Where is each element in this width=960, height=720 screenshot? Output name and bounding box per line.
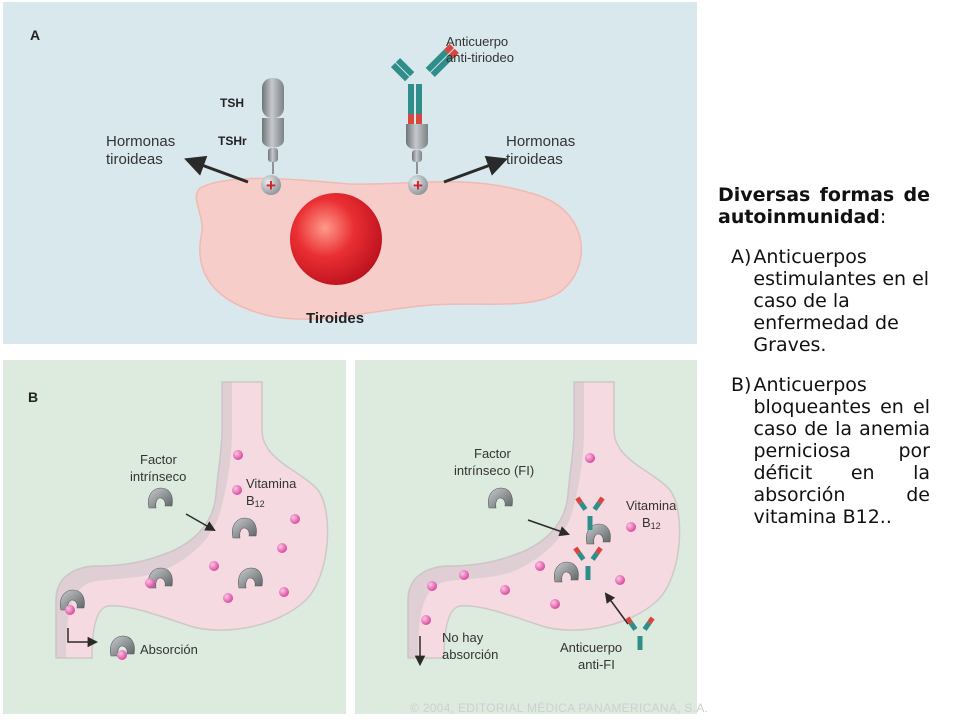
factor-left-line1: Factor — [140, 452, 178, 467]
plus-receptor-right: + — [408, 175, 428, 195]
vitamin-b12-dot — [427, 581, 437, 591]
vitamin-b12-dot — [535, 561, 545, 571]
item-a: A) Anticuerpos estimulantes en el caso d… — [718, 246, 930, 356]
hormones-left-line2: tiroideas — [106, 151, 163, 168]
vitamin-b12-dot — [209, 561, 219, 571]
antibody-fi-line1: Anticuerpo — [560, 640, 622, 655]
vitamin-b12-dot — [421, 615, 431, 625]
vitamin-b12-dot — [615, 575, 625, 585]
panel-a-letter: A — [30, 27, 40, 43]
vitamin-left-b: B12 — [246, 493, 265, 509]
thyroid-cell — [195, 177, 582, 320]
vitamin-b12-dot — [290, 514, 300, 524]
antibody-label-line1: Anticuerpo — [446, 34, 508, 49]
item-a-marker: A) — [731, 246, 752, 268]
item-b-marker: B) — [731, 374, 752, 396]
hormones-right-line1: Hormonas — [506, 133, 575, 150]
antibody-fi-line2: anti-FI — [578, 657, 615, 672]
vitamin-b12-dot — [232, 485, 242, 495]
vitamin-b12-dot — [223, 593, 233, 603]
vitamin-right-b: B12 — [642, 515, 661, 531]
antibody-arrow — [604, 592, 629, 625]
vitamin-left-line1: Vitamina — [246, 476, 297, 491]
vitamin-b12-dot — [585, 453, 595, 463]
vitamin-b12-dot — [277, 543, 287, 553]
vitamin-b12-dot — [550, 599, 560, 609]
vitamin-b12-dot — [500, 585, 510, 595]
no-absorption-line1: No hay — [442, 630, 484, 645]
antibody-label-line2: anti-tiriodeo — [446, 50, 514, 65]
tsh-label: TSH — [220, 96, 244, 110]
stomach-right — [407, 381, 681, 659]
anti-thyroid-antibody — [390, 43, 459, 174]
cell-nucleus — [290, 193, 382, 285]
factor-left-line2: intrínseco — [130, 469, 186, 484]
item-a-text: Anticuerpos estimulantes en el caso de l… — [753, 246, 930, 356]
tsh-receptor-complex — [262, 78, 284, 174]
plus-receptor-left: + — [261, 175, 281, 195]
hormone-arrow-left — [184, 155, 249, 184]
no-absorption-line2: absorción — [442, 647, 498, 662]
vitamin-b12-dot — [233, 450, 243, 460]
tshr-label: TSHr — [218, 134, 247, 148]
factor-right-line1: Factor — [474, 446, 512, 461]
vitamin-b12-dot — [279, 587, 289, 597]
vitamin-b12-dot — [626, 522, 636, 532]
absorption-arrow — [67, 628, 99, 648]
svg-text:+: + — [266, 176, 276, 195]
description-text: Diversas formas de autoinmunidad: A) Ant… — [718, 184, 930, 528]
absorption-label: Absorción — [140, 642, 198, 657]
panel-b-letter: B — [28, 389, 38, 405]
vitamin-b12-dot — [117, 650, 127, 660]
vitamin-b12-dot — [145, 578, 155, 588]
vitamin-right-line1: Vitamina — [626, 498, 677, 513]
stomach-left — [55, 381, 329, 659]
factor-arrow-right — [527, 519, 570, 537]
description-heading: Diversas formas de autoinmunidad: — [718, 184, 930, 228]
hormone-arrow-right — [443, 155, 508, 184]
item-b: B) Anticuerpos bloqueantes en el caso de… — [718, 374, 930, 528]
hormones-left-line1: Hormonas — [106, 133, 175, 150]
hormones-right-line2: tiroideas — [506, 151, 563, 168]
vitamin-b12-dot — [65, 605, 75, 615]
factor-arrow-left — [185, 513, 216, 532]
factor-right-line2: intrínseco (FI) — [454, 463, 534, 478]
thyroid-label: Tiroides — [306, 310, 364, 327]
svg-text:+: + — [413, 176, 423, 195]
copyright-credit: © 2004, EDITORIAL MÉDICA PANAMERICANA, S… — [410, 700, 708, 715]
item-b-text: Anticuerpos bloqueantes en el caso de la… — [753, 374, 930, 528]
vitamin-b12-dot — [459, 570, 469, 580]
